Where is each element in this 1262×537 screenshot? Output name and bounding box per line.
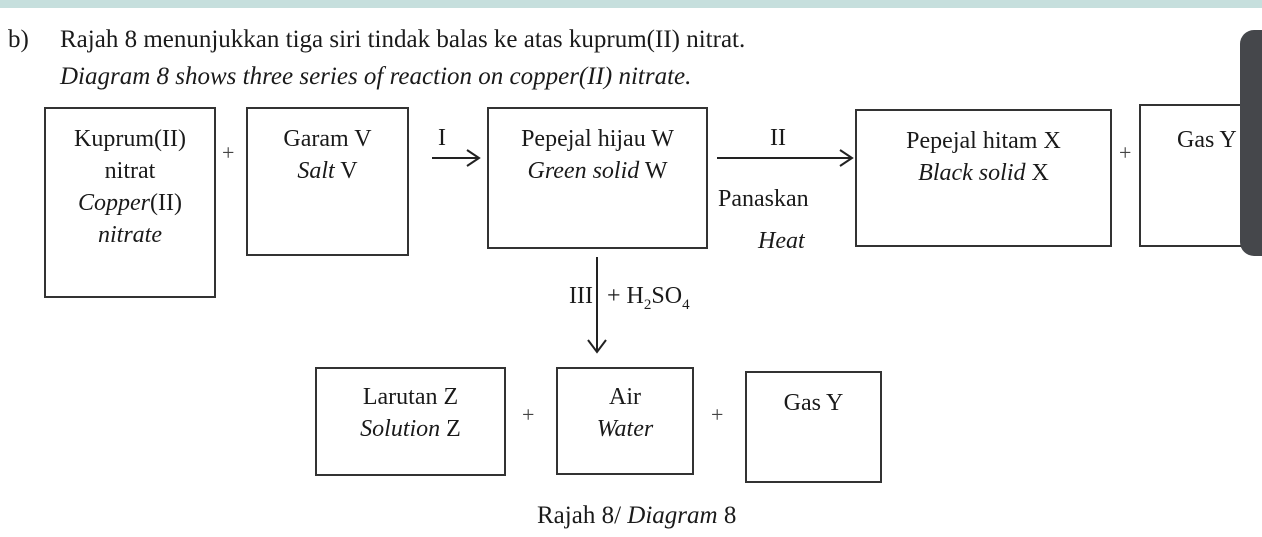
text: Diagram (627, 502, 718, 529)
arrow-step-1 (432, 149, 481, 167)
text: SO (651, 283, 683, 309)
box-copper-nitrate: Kuprum(II) nitrat Copper(II) nitrate (44, 107, 216, 298)
text: Kuprum(II) (74, 126, 186, 152)
text: Pepejal hijau W (521, 126, 674, 152)
text: 4 (682, 296, 690, 313)
arrow-step-2 (717, 149, 854, 167)
text: 8 (717, 502, 737, 529)
text: Rajah 8/ (537, 502, 628, 529)
step-2-condition-en: Heat (758, 228, 805, 254)
text: Solution (360, 416, 441, 442)
text: Copper (78, 190, 151, 216)
step-2-label: II (770, 125, 786, 151)
text: Gas Y (783, 390, 844, 416)
plus-sign: + (522, 402, 535, 427)
text: 2 (643, 296, 652, 313)
text: Green solid (527, 158, 640, 184)
step-2-condition-ms: Panaskan (718, 186, 809, 212)
text: nitrat (104, 158, 156, 184)
question-label: b) (8, 26, 29, 53)
text: Gas Y (1177, 127, 1237, 153)
box-solution-z: Larutan Z Solution Z (315, 367, 506, 476)
box-black-solid-x: Pepejal hitam X Black solid X (855, 109, 1112, 247)
box-green-solid-w: Pepejal hijau W Green solid W (487, 107, 708, 249)
scroll-overlay-handle[interactable] (1240, 30, 1262, 256)
text: W (639, 158, 668, 184)
step-3-reagent: + H2SO4 (607, 284, 690, 313)
plus-sign: + (222, 140, 235, 165)
box-salt-v: Garam V Salt V (246, 107, 409, 256)
diagram-caption: Rajah 8/ Diagram 8 (537, 503, 736, 528)
text: V (334, 158, 358, 184)
step-3-label: III (569, 283, 593, 309)
text: Black solid (918, 160, 1026, 186)
text: X (1025, 160, 1049, 186)
arrow-step-3 (587, 257, 607, 354)
text: Salt (297, 158, 335, 184)
text: Garam V (283, 126, 372, 152)
text: (II) (150, 190, 182, 216)
top-strip (0, 0, 1262, 8)
step-1-label: I (438, 125, 446, 151)
text: Water (596, 416, 654, 442)
question-text-ms: Rajah 8 menunjukkan tiga siri tindak bal… (60, 26, 746, 53)
plus-sign: + (1119, 140, 1132, 165)
box-gas-y-top: Gas Y (1139, 104, 1262, 247)
text: nitrate (98, 222, 162, 248)
text: Air (609, 384, 641, 410)
box-water: Air Water (556, 367, 694, 475)
text: Z (440, 416, 461, 442)
text: + H (607, 283, 644, 309)
box-gas-y: Gas Y (745, 371, 882, 483)
plus-sign: + (711, 402, 724, 427)
text: Pepejal hitam X (906, 128, 1061, 154)
text: Larutan Z (362, 384, 459, 410)
question-text-en: Diagram 8 shows three series of reaction… (60, 63, 692, 90)
